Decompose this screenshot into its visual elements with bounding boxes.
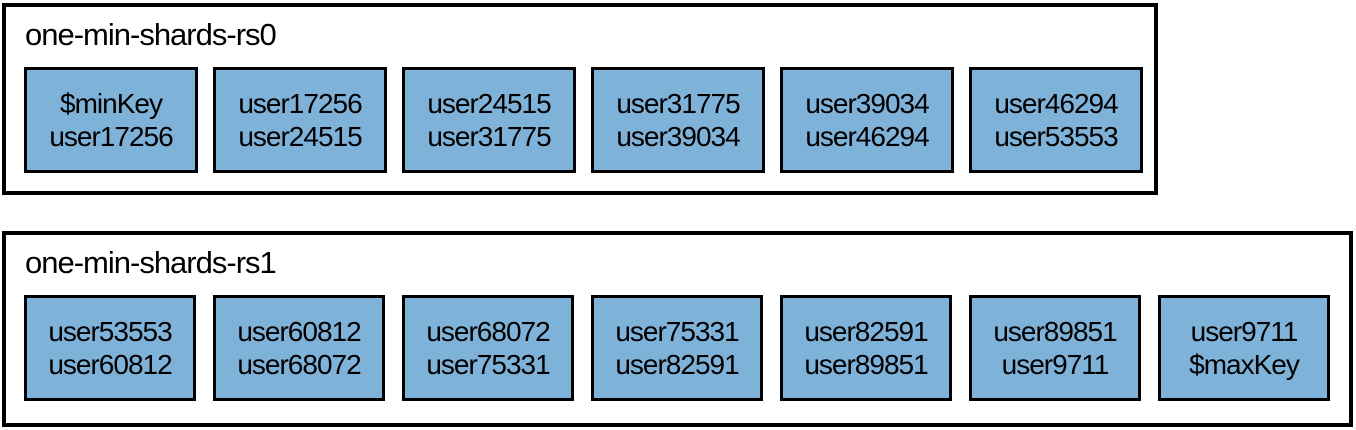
chunk: user82591 user89851 (780, 295, 952, 401)
chunk-range-start: user17256 (238, 88, 362, 119)
chunk-range-end: user46294 (805, 121, 929, 152)
chunk-range-start: user24515 (427, 88, 551, 119)
chunk: $minKey user17256 (24, 67, 198, 173)
chunk-range-start: user31775 (616, 88, 740, 119)
chunk-range-end: $maxKey (1189, 349, 1300, 380)
chunk-range-start: user89851 (993, 316, 1117, 347)
chunk: user17256 user24515 (213, 67, 387, 173)
chunk-row-rs1: user53553 user60812 user60812 user68072 … (24, 295, 1349, 401)
chunk-range-end: user82591 (615, 349, 739, 380)
chunk-range-end: user39034 (616, 121, 740, 152)
chunk: user46294 user53553 (969, 67, 1143, 173)
chunk-range-end: user68072 (237, 349, 361, 380)
chunk-range-end: user75331 (426, 349, 550, 380)
chunk: user60812 user68072 (213, 295, 385, 401)
chunk-range-end: user60812 (48, 349, 172, 380)
chunk-range-end: user9711 (1001, 349, 1110, 380)
chunk: user75331 user82591 (591, 295, 763, 401)
chunk: user31775 user39034 (591, 67, 765, 173)
chunk-range-start: user39034 (805, 88, 929, 119)
chunk-range-end: user31775 (427, 121, 551, 152)
chunk: user24515 user31775 (402, 67, 576, 173)
shard-title-rs1: one-min-shards-rs1 (25, 245, 277, 280)
chunk-row-rs0: $minKey user17256 user17256 user24515 us… (24, 67, 1154, 173)
chunk-range-start: user9711 (1190, 316, 1299, 347)
chunk: user68072 user75331 (402, 295, 574, 401)
chunk-range-start: $minKey (60, 88, 163, 119)
chunk: user9711 $maxKey (1158, 295, 1330, 401)
chunk-range-start: user53553 (48, 316, 172, 347)
chunk-range-start: user60812 (237, 316, 361, 347)
chunk: user89851 user9711 (969, 295, 1141, 401)
shard-box-rs1: one-min-shards-rs1 user53553 user60812 u… (2, 231, 1353, 427)
chunk: user39034 user46294 (780, 67, 954, 173)
shard-box-rs0: one-min-shards-rs0 $minKey user17256 use… (2, 3, 1158, 195)
chunk-range-start: user75331 (615, 316, 739, 347)
chunk-range-end: user17256 (49, 121, 173, 152)
chunk-range-end: user89851 (804, 349, 928, 380)
chunk-range-start: user46294 (994, 88, 1118, 119)
shard-title-rs0: one-min-shards-rs0 (25, 17, 277, 52)
chunk-range-end: user53553 (994, 121, 1118, 152)
chunk-range-start: user68072 (426, 316, 550, 347)
chunk-range-start: user82591 (804, 316, 928, 347)
chunk-range-end: user24515 (238, 121, 362, 152)
chunk: user53553 user60812 (24, 295, 196, 401)
